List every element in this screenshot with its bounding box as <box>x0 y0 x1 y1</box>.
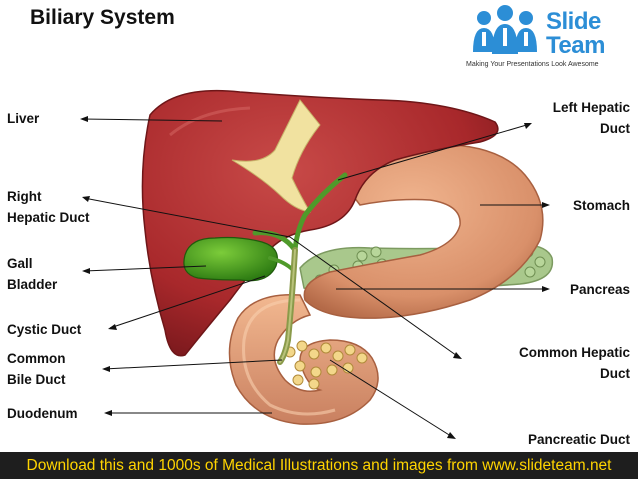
logo-word-slide: Slide <box>546 8 601 35</box>
label-common-hepatic-duct: Common Hepatic Duct <box>519 342 630 384</box>
logo-tagline: Making Your Presentations Look Awesome <box>466 61 599 68</box>
label-left-hepatic-duct-line1: Left Hepatic <box>552 100 630 115</box>
label-common-hepatic-duct-line2: Duct <box>600 366 630 381</box>
stomach <box>303 143 544 319</box>
page-title: Biliary System <box>30 6 175 29</box>
label-common-hepatic-duct-line1: Common Hepatic <box>518 345 630 360</box>
leader-arrowheads <box>80 116 550 439</box>
label-gall-bladder-line1: Gall <box>7 256 33 271</box>
label-common-bile-duct-line1: Common <box>7 351 66 366</box>
label-stomach: Stomach <box>572 198 630 213</box>
label-pancreatic-duct: Pancreatic Duct <box>527 432 630 447</box>
people-icon <box>473 5 537 54</box>
label-left-hepatic-duct-line2: Duct <box>600 121 630 136</box>
label-right-hepatic-duct: Right Hepatic Duct <box>7 186 90 228</box>
label-gall-bladder-line2: Bladder <box>7 277 58 292</box>
footer-banner: Download this and 1000s of Medical Illus… <box>0 452 638 479</box>
duodenum <box>228 293 379 425</box>
leader-lines <box>81 118 548 439</box>
pancreas-head <box>284 340 368 390</box>
liver <box>141 89 499 357</box>
label-cystic-duct: Cystic Duct <box>7 322 82 337</box>
label-gall-bladder: Gall Bladder <box>7 253 57 295</box>
label-liver: Liver <box>7 111 40 126</box>
label-right-hepatic-duct-line1: Right <box>7 189 42 204</box>
label-pancreas: Pancreas <box>569 282 630 297</box>
label-common-bile-duct-line2: Bile Duct <box>7 372 66 387</box>
label-duodenum: Duodenum <box>7 406 78 421</box>
label-right-hepatic-duct-line2: Hepatic Duct <box>7 210 90 225</box>
gall-bladder <box>183 236 278 282</box>
ligamentum-teres <box>231 99 321 213</box>
logo-word-team: Team <box>546 32 605 59</box>
slideteam-logo: Slide Team Making Your Presentations Loo… <box>462 0 638 72</box>
label-common-bile-duct: Common Bile Duct <box>7 348 66 390</box>
bile-ducts <box>252 172 348 365</box>
label-left-hepatic-duct: Left Hepatic Duct <box>553 97 630 139</box>
